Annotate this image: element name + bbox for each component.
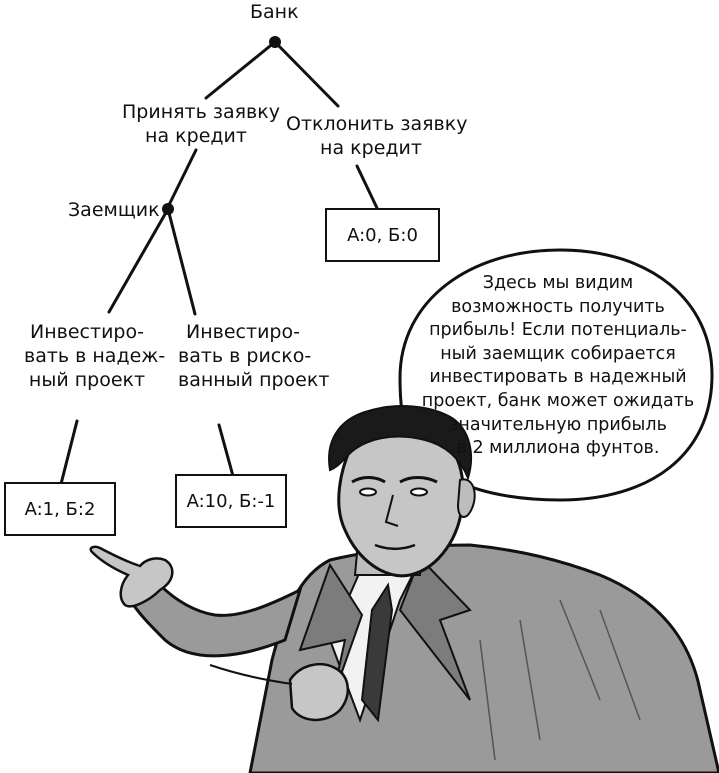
speech-bubble [398, 248, 714, 530]
glasses-icon [209, 664, 293, 685]
brow-right [399, 476, 438, 484]
edge-risky-outcome [217, 423, 235, 478]
jacket-shading [479, 599, 641, 761]
bubble-line-2: возможность получить [451, 296, 665, 317]
edge-root-reject [273, 40, 340, 108]
root-node [269, 36, 281, 48]
safe-label-line1: Инвестиро- [30, 321, 144, 343]
suit-jacket [248, 543, 719, 773]
brow-left [351, 476, 386, 484]
risky-label-line1: Инвестиро- [186, 321, 300, 343]
outcome-safe-text: A:1, Б:2 [24, 498, 96, 520]
edge-reject-outcome [355, 164, 379, 210]
reject-label-line2: на кредит [320, 137, 422, 159]
outcome-risky-text: A:10, Б:-1 [186, 490, 276, 512]
risky-investment-label: Инвестиро- вать в риско- ванный проект [178, 320, 330, 392]
borrower-label: Заемщик [68, 199, 160, 221]
accept-label-line2: на кредит [145, 125, 247, 147]
tie [360, 582, 394, 723]
outcome-risky-box: A:10, Б:-1 [175, 474, 287, 528]
speech-bubble-text: Здесь мы видим возможность получить приб… [420, 272, 696, 461]
ear [456, 478, 476, 518]
accept-label: Принять заявку на кредит [122, 100, 280, 148]
outcome-safe-box: A:1, Б:2 [4, 482, 116, 536]
eye-left [359, 487, 377, 497]
safe-label-line2: вать в надеж- [24, 345, 166, 367]
outcome-reject-text: A:0, Б:0 [347, 224, 418, 246]
risky-label-line3: ванный проект [178, 369, 330, 391]
edge-borrower-safe [107, 207, 170, 314]
safe-investment-label: Инвестиро- вать в надеж- ный проект [24, 320, 166, 392]
safe-label-line3: ный проект [28, 369, 146, 391]
borrower-node [162, 203, 174, 215]
edge-root-accept [204, 40, 277, 100]
bubble-line-5: инвестировать в надежный [429, 367, 687, 388]
tree-edges [59, 40, 379, 486]
bubble-line-3: прибыль! Если потенциаль- [429, 320, 687, 341]
bubble-line-8: в 2 миллиона фунтов. [456, 438, 660, 459]
bubble-line-1: Здесь мы видим [482, 273, 634, 293]
eye-right [410, 487, 428, 497]
hair [328, 405, 472, 482]
bubble-line-4: ный заемщик собирается [440, 343, 676, 364]
nose [384, 494, 399, 527]
bubble-line-6: проект, банк может ожидать [421, 390, 695, 411]
pointing-hand [89, 545, 174, 608]
reject-label: Отклонить заявку на кредит [286, 112, 468, 160]
bubble-line-7: значительную прибыль [449, 414, 667, 435]
root-label: Банк [250, 1, 299, 23]
lower-hand [288, 663, 349, 722]
edge-borrower-risky [166, 207, 197, 316]
accept-label-line1: Принять заявку [122, 101, 280, 123]
outcome-reject-box: A:0, Б:0 [325, 208, 440, 262]
lapel-right [398, 556, 472, 701]
risky-label-line2: вать в риско- [178, 345, 312, 367]
presenter-illustration [89, 405, 719, 773]
mouth [374, 543, 416, 550]
reject-label-line1: Отклонить заявку [286, 113, 468, 135]
edge-safe-outcome [59, 419, 79, 486]
edge-accept-borrower [166, 148, 198, 209]
